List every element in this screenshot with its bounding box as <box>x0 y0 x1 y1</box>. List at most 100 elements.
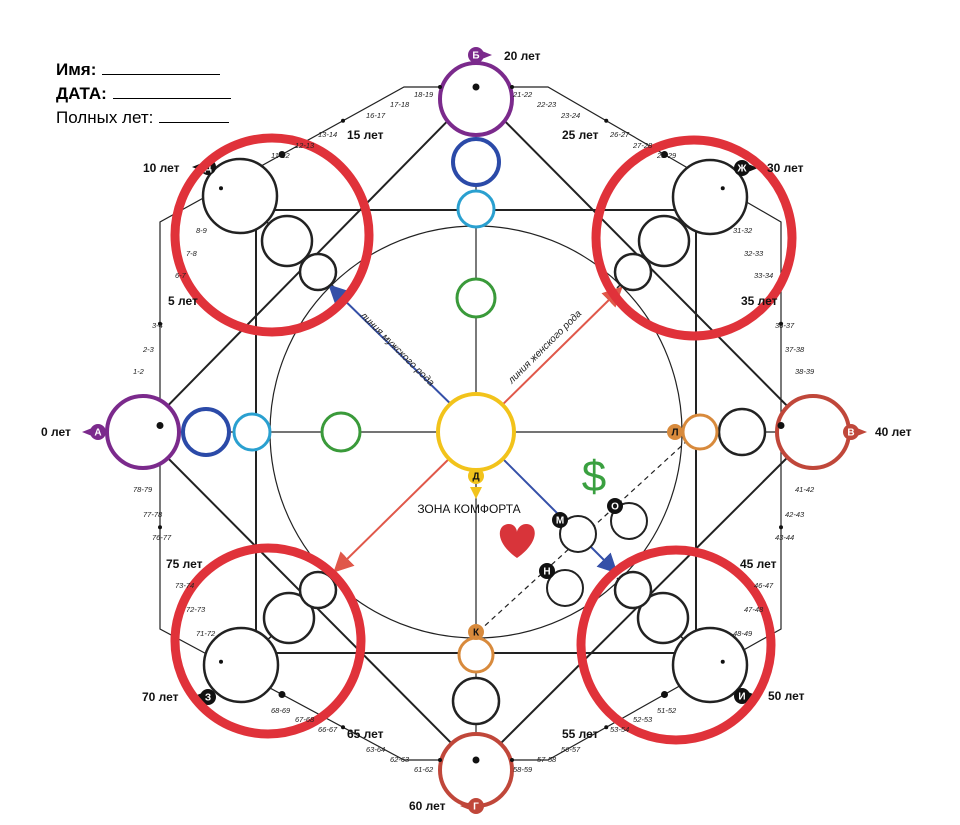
male-line-label: линия мужского рода <box>357 310 436 389</box>
range-36-37: 36-37 <box>775 321 795 330</box>
age-dot-18 <box>158 525 162 530</box>
corner-top-left-circle-1[interactable] <box>201 157 279 235</box>
corner-bottom-right-circle-1[interactable] <box>671 626 749 704</box>
range-31-32: 31-32 <box>733 226 753 235</box>
badge-b <box>468 47 484 63</box>
range-47-48: 47-48 <box>744 605 764 614</box>
name-row: Имя: <box>56 58 231 82</box>
age-dot-14 <box>438 758 442 762</box>
range-52-53: 52-53 <box>633 715 653 724</box>
range-13-14: 13-14 <box>318 130 337 139</box>
age-dot-22 <box>278 151 286 158</box>
down-arrow-icon <box>470 487 482 499</box>
point-v-circle[interactable] <box>775 394 851 470</box>
female-line-label: линия женского рода <box>506 308 585 387</box>
corner-top-left-circle-2[interactable] <box>260 214 314 268</box>
corner-top-left-circle-3[interactable] <box>298 252 338 292</box>
date-row: ДАТА: <box>56 82 231 106</box>
circle-m[interactable] <box>559 515 597 553</box>
point-b-circle[interactable] <box>438 61 514 137</box>
age-55: 55 лет <box>562 727 599 741</box>
left-light-blue-circle[interactable] <box>232 412 272 452</box>
upper-light-blue-circle[interactable] <box>456 189 496 229</box>
badge-arrow-g <box>460 802 470 810</box>
range-37-38: 37-38 <box>785 345 805 354</box>
range-27-28: 27-28 <box>632 141 653 150</box>
badge-letter-b: Б <box>472 51 479 62</box>
corner-bottom-left-circle-3[interactable] <box>298 570 338 610</box>
range-41-42: 41-42 <box>795 485 815 494</box>
corner-bottom-right-circle-2[interactable] <box>636 591 690 645</box>
age-dot-23 <box>341 118 345 123</box>
age-dot-12 <box>510 758 514 762</box>
range-56-57: 56-57 <box>561 745 581 754</box>
range-26-27: 26-27 <box>609 130 630 139</box>
age-dot-2 <box>510 85 514 89</box>
age-dot-17 <box>219 659 223 664</box>
point-a-circle[interactable] <box>105 394 181 470</box>
range-22-23: 22-23 <box>536 100 557 109</box>
date-field-line[interactable] <box>112 84 231 99</box>
female-line-arrow-upper <box>491 286 623 416</box>
age-45: 45 лет <box>740 557 777 571</box>
form-header: Имя: ДАТА: Полных лет: <box>56 58 231 130</box>
name-field-line[interactable] <box>102 60 221 75</box>
age-dot-3 <box>604 118 609 123</box>
upper-green-circle[interactable] <box>455 277 497 319</box>
right-orange-circle-l[interactable] <box>681 413 719 451</box>
age-dot-10 <box>661 691 668 698</box>
corner-bottom-left-circle-2[interactable] <box>262 591 316 645</box>
left-dark-blue-circle[interactable] <box>181 407 231 457</box>
range-7-8: 7-8 <box>186 249 198 258</box>
range-71-72: 71-72 <box>196 629 216 638</box>
range-32-33: 32-33 <box>744 249 764 258</box>
range-63-64: 63-64 <box>366 745 385 754</box>
range-16-17: 16-17 <box>366 111 386 120</box>
age-10: 10 лет <box>143 161 180 175</box>
badge-letter-l: Л <box>671 428 678 439</box>
age-dot-9 <box>720 659 725 664</box>
range-66-67: 66-67 <box>318 725 338 734</box>
point-d-center-circle[interactable] <box>436 392 516 472</box>
age-0: 0 лет <box>41 425 71 439</box>
badge-l <box>667 424 683 440</box>
corner-bottom-right-circle-3[interactable] <box>613 570 653 610</box>
left-green-circle[interactable] <box>320 411 362 453</box>
age-row: Полных лет: <box>56 106 231 130</box>
badge-n <box>539 563 555 579</box>
badge-z <box>200 689 216 705</box>
right-black-circle[interactable] <box>717 407 767 457</box>
highlight-ring-bottom-right <box>576 545 776 745</box>
upper-dark-blue-circle[interactable] <box>451 137 501 187</box>
range-38-39: 38-39 <box>795 367 815 376</box>
point-g-circle[interactable] <box>438 732 514 808</box>
badge-letter-g: Г <box>473 802 479 813</box>
range-42-43: 42-43 <box>785 510 805 519</box>
range-6-7: 6-7 <box>175 271 187 280</box>
age-field-line[interactable] <box>159 108 230 123</box>
age-label: Полных лет: <box>56 108 154 127</box>
bottom-black-circle[interactable] <box>451 676 501 726</box>
range-62-63: 62-63 <box>390 755 410 764</box>
range-67-68: 67-68 <box>295 715 315 724</box>
date-label: ДАТА: <box>56 84 107 103</box>
female-line-arrow-lower <box>333 449 459 573</box>
badge-letter-d: Д <box>472 472 479 483</box>
corner-top-right-circle-3[interactable] <box>613 252 653 292</box>
badge-arrow-b <box>482 51 492 59</box>
bottom-orange-circle-k[interactable] <box>457 636 495 674</box>
age-dot-20 <box>158 321 162 326</box>
badge-letter-i: И <box>738 692 745 703</box>
corner-bottom-left-circle-1[interactable] <box>202 626 280 704</box>
corner-top-right-circle-2[interactable] <box>637 214 691 268</box>
badge-letter-n: Н <box>543 567 550 578</box>
range-61-62: 61-62 <box>414 765 434 774</box>
badge-arrow-zh <box>748 164 758 172</box>
range-43-44: 43-44 <box>775 533 794 542</box>
range-72-73: 72-73 <box>186 605 206 614</box>
age-dot-21 <box>219 186 223 191</box>
circle-n[interactable] <box>546 569 584 607</box>
corner-top-right-circle-1[interactable] <box>671 158 749 236</box>
money-love-dashed-line <box>477 439 689 633</box>
age-70: 70 лет <box>142 690 179 704</box>
